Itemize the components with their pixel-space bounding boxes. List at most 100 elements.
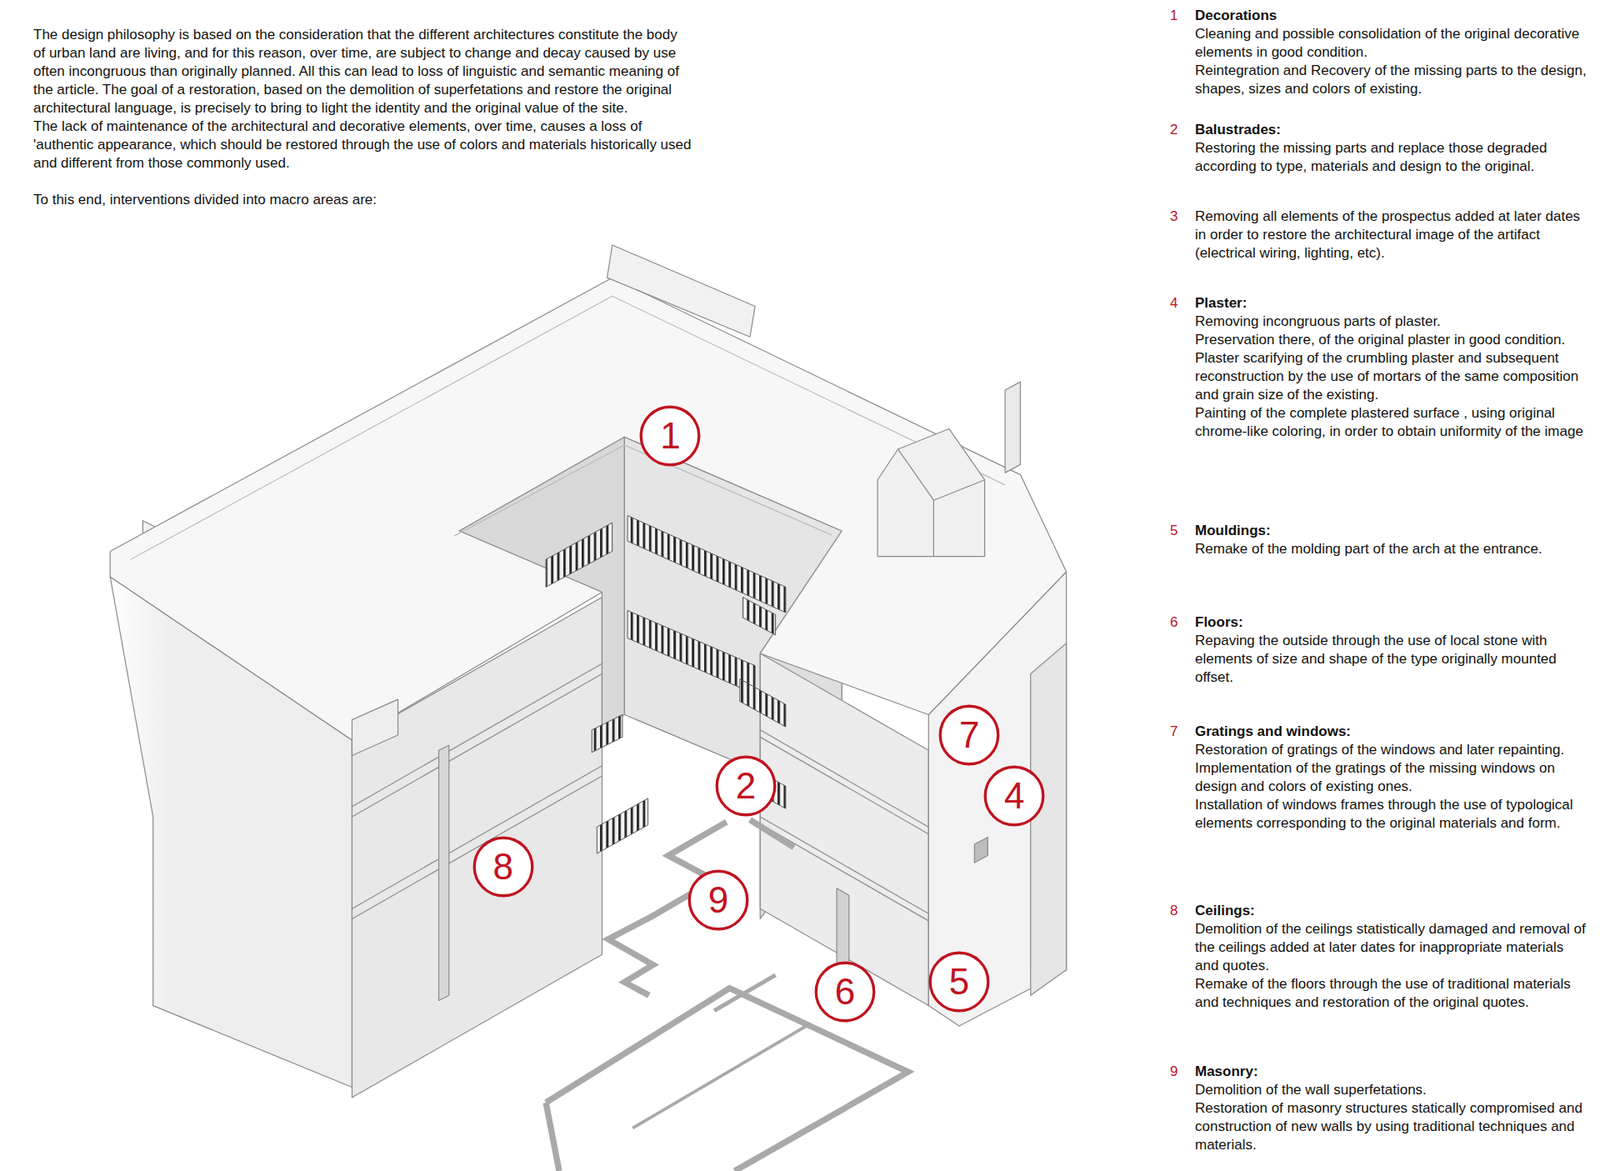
circle-shape (641, 406, 700, 465)
balustrade (627, 610, 755, 695)
callout-circle: 6 (814, 960, 876, 1023)
right-outer-face (1030, 643, 1067, 996)
ground-plan (545, 820, 909, 1171)
item-block: DecorationsCleaning and possible consoli… (1195, 6, 1590, 99)
balustrade (545, 522, 613, 587)
item-text: Demolition of the ceilings statistically… (1195, 920, 1590, 975)
item-block: Floors:Repaving the outside through the … (1195, 613, 1590, 687)
callout-circle: 7 (938, 704, 1000, 766)
item-heading: Masonry: (1195, 1062, 1590, 1081)
callout-number: 2 (735, 767, 756, 805)
item-text: Restoration of masonry structures static… (1195, 1099, 1590, 1155)
item-text: Repaving the outside through the use of … (1195, 631, 1590, 687)
item-number: 6 (1170, 613, 1190, 632)
callout-number: 7 (959, 716, 980, 754)
item-text: Plaster scarifying of the crumbling plas… (1195, 349, 1590, 405)
balustrade (591, 714, 623, 752)
circle-shape (815, 962, 875, 1021)
chimney (1005, 381, 1020, 473)
floor-slab (351, 765, 602, 909)
building-volumes (110, 245, 1066, 1098)
item-number: 2 (1170, 120, 1190, 140)
balustrade (742, 597, 775, 635)
item-block: Balustrades:Restoring the missing parts … (1195, 120, 1590, 176)
callout-circle: 4 (983, 765, 1045, 827)
item-number: 7 (1170, 722, 1190, 741)
parapet-line (130, 295, 1005, 560)
plan-wall (714, 975, 775, 1011)
circle-shape (930, 952, 989, 1011)
item-text: Removing all elements of the prospectus … (1195, 207, 1590, 263)
item-text: Reintegration and Recovery of the missin… (1195, 61, 1590, 99)
intro-block: The design philosophy is based on the co… (33, 25, 692, 210)
item-number: 9 (1170, 1062, 1190, 1081)
balustrade (596, 798, 648, 854)
item-heading: Ceilings: (1195, 901, 1590, 920)
parapet (351, 699, 398, 755)
item-text: Restoration of gratings of the windows a… (1195, 740, 1590, 796)
plan-wall (545, 1102, 560, 1171)
callout-number: 1 (660, 417, 680, 455)
pillar (439, 745, 450, 1000)
item-heading: Decorations (1195, 6, 1590, 25)
item-number: 8 (1170, 901, 1190, 920)
item-block: Ceilings:Demolition of the ceilings stat… (1195, 901, 1590, 1012)
roof-volume-edge (898, 449, 985, 500)
item-text: Removing incongruous parts of plaster. (1195, 312, 1590, 331)
item-text: Restoring the missing parts and replace … (1195, 139, 1590, 176)
balustrades (545, 515, 786, 854)
callout-circle: 2 (715, 755, 777, 817)
item-heading: Floors: (1195, 613, 1590, 632)
item-text: Remake of the floors through the use of … (1195, 975, 1590, 1012)
item-text: Painting of the complete plastered surfa… (1195, 404, 1590, 441)
callout-number: 9 (708, 881, 729, 919)
item-text: Cleaning and possible consolidation of t… (1195, 25, 1590, 62)
item-text: Installation of windows frames through t… (1195, 795, 1590, 833)
circle-shape (689, 870, 748, 930)
callout-circle: 1 (639, 405, 701, 467)
item-block: Plaster:Removing incongruous parts of pl… (1195, 294, 1590, 441)
balustrade (627, 515, 786, 613)
item-heading: Balustrades: (1195, 120, 1590, 140)
item-heading: Mouldings: (1195, 521, 1590, 540)
callout-number: 6 (835, 973, 855, 1010)
intro-text: The design philosophy is based on the co… (33, 25, 692, 118)
item-heading: Gratings and windows: (1195, 722, 1590, 741)
intro-text: The lack of maintenance of the architect… (33, 117, 692, 173)
callout-number: 5 (949, 963, 970, 1000)
callout-circle: 8 (472, 835, 535, 898)
circle-shape (474, 837, 533, 896)
roof-volume (877, 428, 985, 556)
item-number: 3 (1170, 207, 1190, 226)
circle-shape (985, 766, 1044, 825)
floor-slab (760, 736, 929, 834)
window (974, 836, 988, 863)
item-block: Masonry:Demolition of the wall superfeta… (1195, 1062, 1590, 1155)
item-heading: Plaster: (1195, 294, 1590, 313)
callout-number: 4 (1004, 777, 1025, 815)
item-number: 4 (1170, 294, 1190, 313)
balustrade (740, 679, 786, 728)
callout-circle: 9 (687, 869, 750, 931)
item-number: 5 (1170, 521, 1190, 540)
floor-slab (351, 775, 602, 919)
parapet (607, 245, 756, 337)
item-text: Remake of the molding part of the arch a… (1195, 540, 1590, 559)
circle-shape (940, 705, 999, 765)
item-number: 1 (1170, 6, 1190, 25)
plan-wall (750, 820, 795, 848)
callout-circle: 5 (928, 950, 990, 1013)
floor-slab (760, 730, 929, 827)
item-block: Removing all elements of the prospectus … (1195, 207, 1590, 263)
callout-number: 8 (492, 848, 513, 885)
intro-text: To this end, interventions divided into … (33, 190, 692, 210)
item-text: Demolition of the wall superfetations. (1195, 1080, 1590, 1100)
item-block: Mouldings:Remake of the molding part of … (1195, 521, 1590, 559)
plan-wall (632, 1025, 806, 1128)
item-text: Preservation there, of the original plas… (1195, 330, 1590, 350)
circle-shape (716, 756, 775, 815)
item-block: Gratings and windows:Restoration of grat… (1195, 722, 1590, 833)
roof-volume-edge (933, 500, 935, 556)
roof (110, 277, 1066, 740)
